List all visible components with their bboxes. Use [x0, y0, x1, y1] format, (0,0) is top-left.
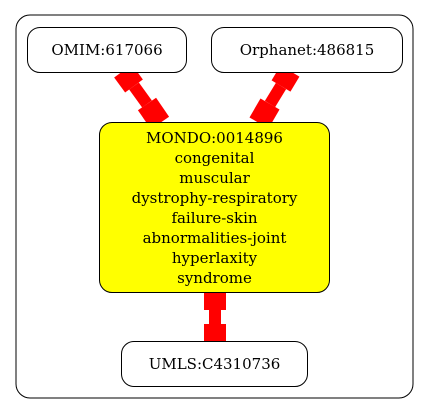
node-omim-label: OMIM:617066 [51, 41, 163, 59]
node-mondo[interactable]: MONDO:0014896 congenital muscular dystro… [99, 122, 330, 293]
node-mondo-line: failure-skin [171, 208, 258, 227]
node-omim[interactable]: OMIM:617066 [27, 27, 187, 73]
node-orphanet-label: Orphanet:486815 [239, 41, 375, 59]
node-mondo-line: congenital [174, 148, 255, 167]
edge-orphanet-to-mondo [249, 65, 300, 129]
node-mondo-line: syndrome [177, 268, 252, 287]
node-orphanet[interactable]: Orphanet:486815 [211, 27, 403, 73]
node-umls-label: UMLS:C4310736 [148, 355, 281, 373]
node-mondo-line: muscular [179, 168, 250, 187]
edge-mondo-to-umls [204, 288, 226, 346]
cluster-boundary [15, 14, 414, 399]
node-mondo-line: abnormalities-joint [142, 228, 287, 247]
node-mondo-line: dystrophy-respiratory [131, 188, 298, 207]
edge-omim-to-mondo [114, 64, 170, 130]
node-mondo-line: hyperlaxity [171, 248, 258, 267]
node-mondo-line: MONDO:0014896 [146, 128, 283, 147]
node-umls[interactable]: UMLS:C4310736 [121, 341, 308, 387]
